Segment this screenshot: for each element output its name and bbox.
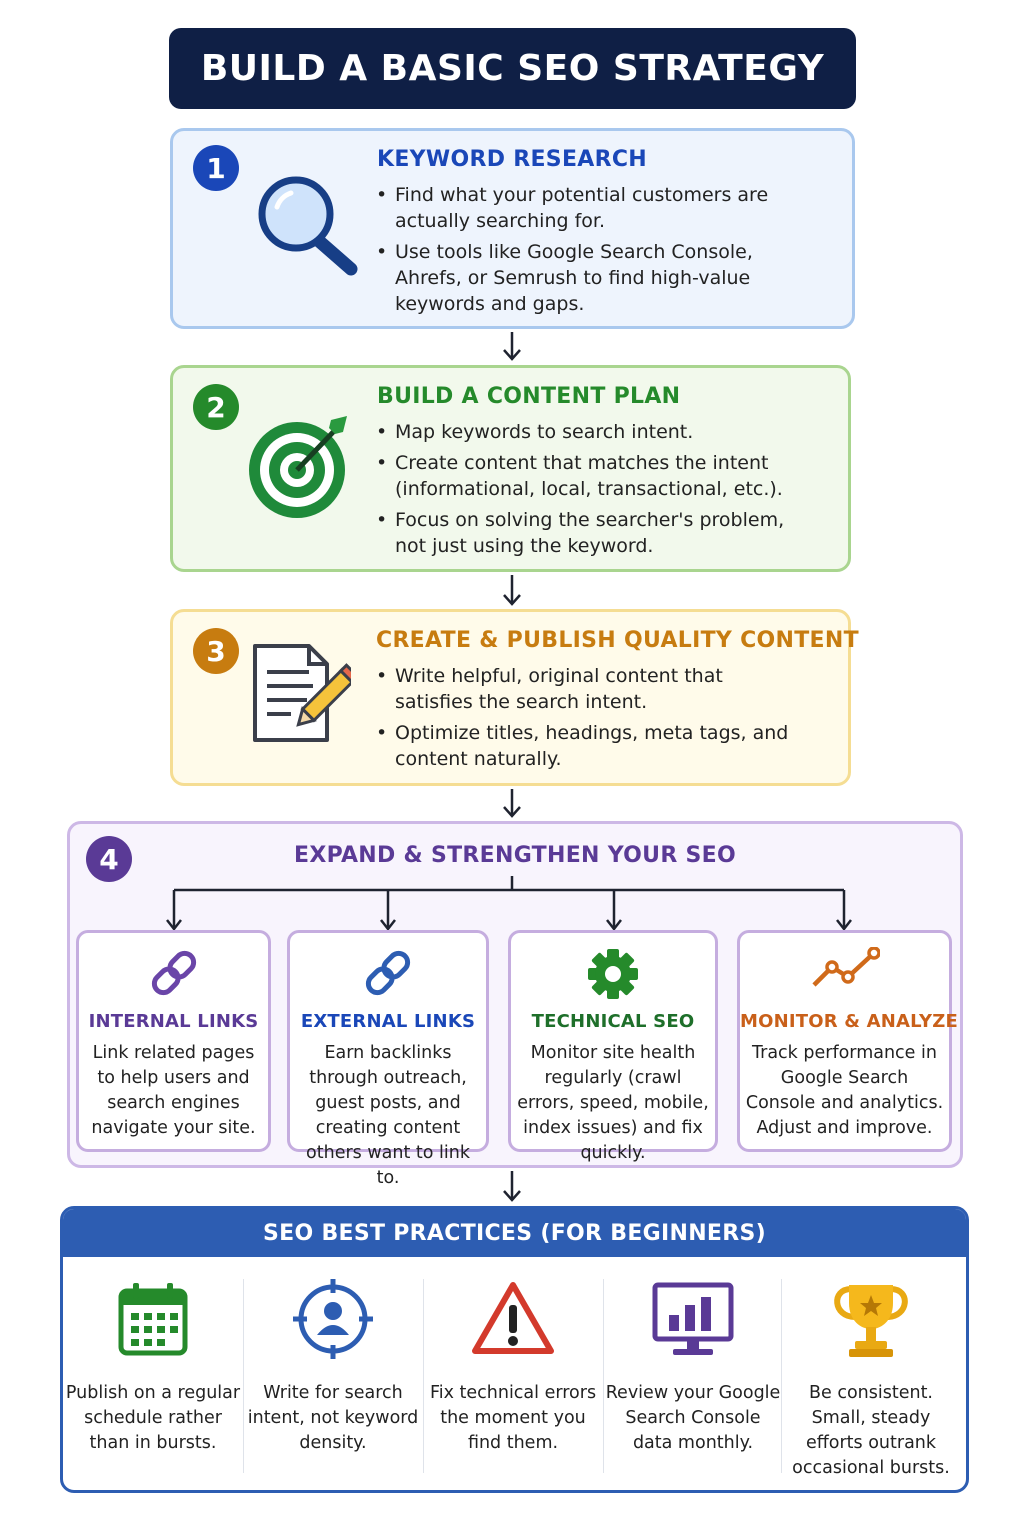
column-divider [243, 1279, 244, 1473]
card-internal-links: INTERNAL LINKS Link related pages to hel… [76, 930, 271, 1152]
practice-item: Fix technical errors the moment you find… [423, 1257, 603, 1490]
branch-connector [166, 876, 852, 932]
bullet-item: Find what your potential customers are a… [376, 182, 796, 234]
bullet-item: Map keywords to search intent. [376, 419, 796, 445]
bullet-item: Use tools like Google Search Console, Ah… [376, 239, 796, 317]
step-keyword-research: 1 KEYWORD RESEARCH Find what your potent… [170, 128, 855, 329]
user-target-icon [293, 1279, 373, 1359]
card-text: Link related pages to help users and sea… [91, 1043, 256, 1138]
step-number-badge: 4 [86, 836, 132, 882]
card-title: INTERNAL LINKS [88, 1011, 259, 1032]
gear-icon [588, 949, 638, 999]
trend-line-icon [811, 947, 880, 987]
step-number-badge: 3 [193, 628, 239, 674]
step-heading: CREATE & PUBLISH QUALITY CONTENT [376, 628, 859, 653]
down-arrow-icon [503, 332, 521, 361]
practice-item: Be consistent. Small, steady efforts out… [781, 1257, 961, 1490]
trophy-icon [834, 1285, 908, 1357]
title-bar: BUILD A BASIC SEO STRATEGY [169, 28, 856, 109]
column-divider [781, 1279, 782, 1473]
practice-text: Fix technical errors the moment you find… [429, 1383, 597, 1453]
practice-text: Review your Google Search Console data m… [605, 1383, 781, 1453]
practice-text: Be consistent. Small, steady efforts out… [792, 1383, 950, 1478]
magnifying-glass-icon [258, 176, 358, 276]
practice-item: Write for search intent, not keyword den… [243, 1257, 423, 1490]
bullet-item: Create content that matches the intent (… [376, 450, 796, 502]
down-arrow-icon [503, 1171, 521, 1202]
card-monitor-analyze: MONITOR & ANALYZE Track performance in G… [737, 930, 959, 1152]
practice-item: Review your Google Search Console data m… [603, 1257, 783, 1490]
step-heading: BUILD A CONTENT PLAN [377, 384, 681, 409]
target-icon [249, 416, 347, 518]
card-technical-seo: TECHNICAL SEO Monitor site health regula… [508, 930, 718, 1163]
card-text: Track performance in Google Search Conso… [745, 1043, 944, 1138]
step-bullets: Write helpful, original content that sat… [376, 663, 806, 777]
best-practices-panel: SEO BEST PRACTICES (FOR BEGINNERS) Publi… [60, 1206, 969, 1493]
card-external-links: EXTERNAL LINKS Earn backlinks through ou… [287, 930, 489, 1188]
card-text: Earn backlinks through outreach, guest p… [306, 1043, 470, 1188]
step-bullets: Find what your potential customers are a… [376, 182, 796, 322]
step-bullets: Map keywords to search intent. Create co… [376, 419, 796, 564]
step-heading: EXPAND & STRENGTHEN YOUR SEO [293, 843, 736, 868]
practice-item: Publish on a regular schedule rather tha… [63, 1257, 243, 1490]
bullet-item: Focus on solving the searcher's problem,… [376, 507, 796, 559]
page-title: BUILD A BASIC SEO STRATEGY [200, 48, 825, 89]
practice-text: Publish on a regular schedule rather tha… [65, 1383, 241, 1453]
card-text: Monitor site health regularly (crawl err… [517, 1043, 709, 1163]
bullet-item: Write helpful, original content that sat… [376, 663, 806, 715]
document-pencil-icon [253, 644, 351, 742]
best-practices-title: SEO BEST PRACTICES (FOR BEGINNERS) [263, 1220, 766, 1246]
down-arrow-icon [503, 789, 521, 818]
bullet-item: Optimize titles, headings, meta tags, an… [376, 720, 806, 772]
calendar-icon [118, 1283, 188, 1356]
card-title: EXTERNAL LINKS [300, 1011, 476, 1032]
step-number-badge: 1 [193, 145, 239, 191]
monitor-chart-icon [652, 1282, 734, 1355]
step-create-content: 3 CREATE & PUBLISH QUALITY CONTENT Write… [170, 609, 859, 786]
step-content-plan: 2 BUILD A CONTENT PLAN Map keywords to s… [170, 365, 851, 572]
link-icon [151, 950, 196, 996]
best-practices-header: SEO BEST PRACTICES (FOR BEGINNERS) [63, 1209, 966, 1257]
step-heading: KEYWORD RESEARCH [377, 147, 648, 172]
step-number-badge: 2 [193, 384, 239, 430]
card-title: MONITOR & ANALYZE [740, 1011, 959, 1032]
warning-icon [472, 1282, 554, 1354]
down-arrow-icon [503, 575, 521, 606]
link-icon [365, 950, 411, 996]
column-divider [423, 1279, 424, 1473]
column-divider [603, 1279, 604, 1473]
card-title: TECHNICAL SEO [531, 1011, 695, 1032]
practice-text: Write for search intent, not keyword den… [247, 1383, 419, 1453]
